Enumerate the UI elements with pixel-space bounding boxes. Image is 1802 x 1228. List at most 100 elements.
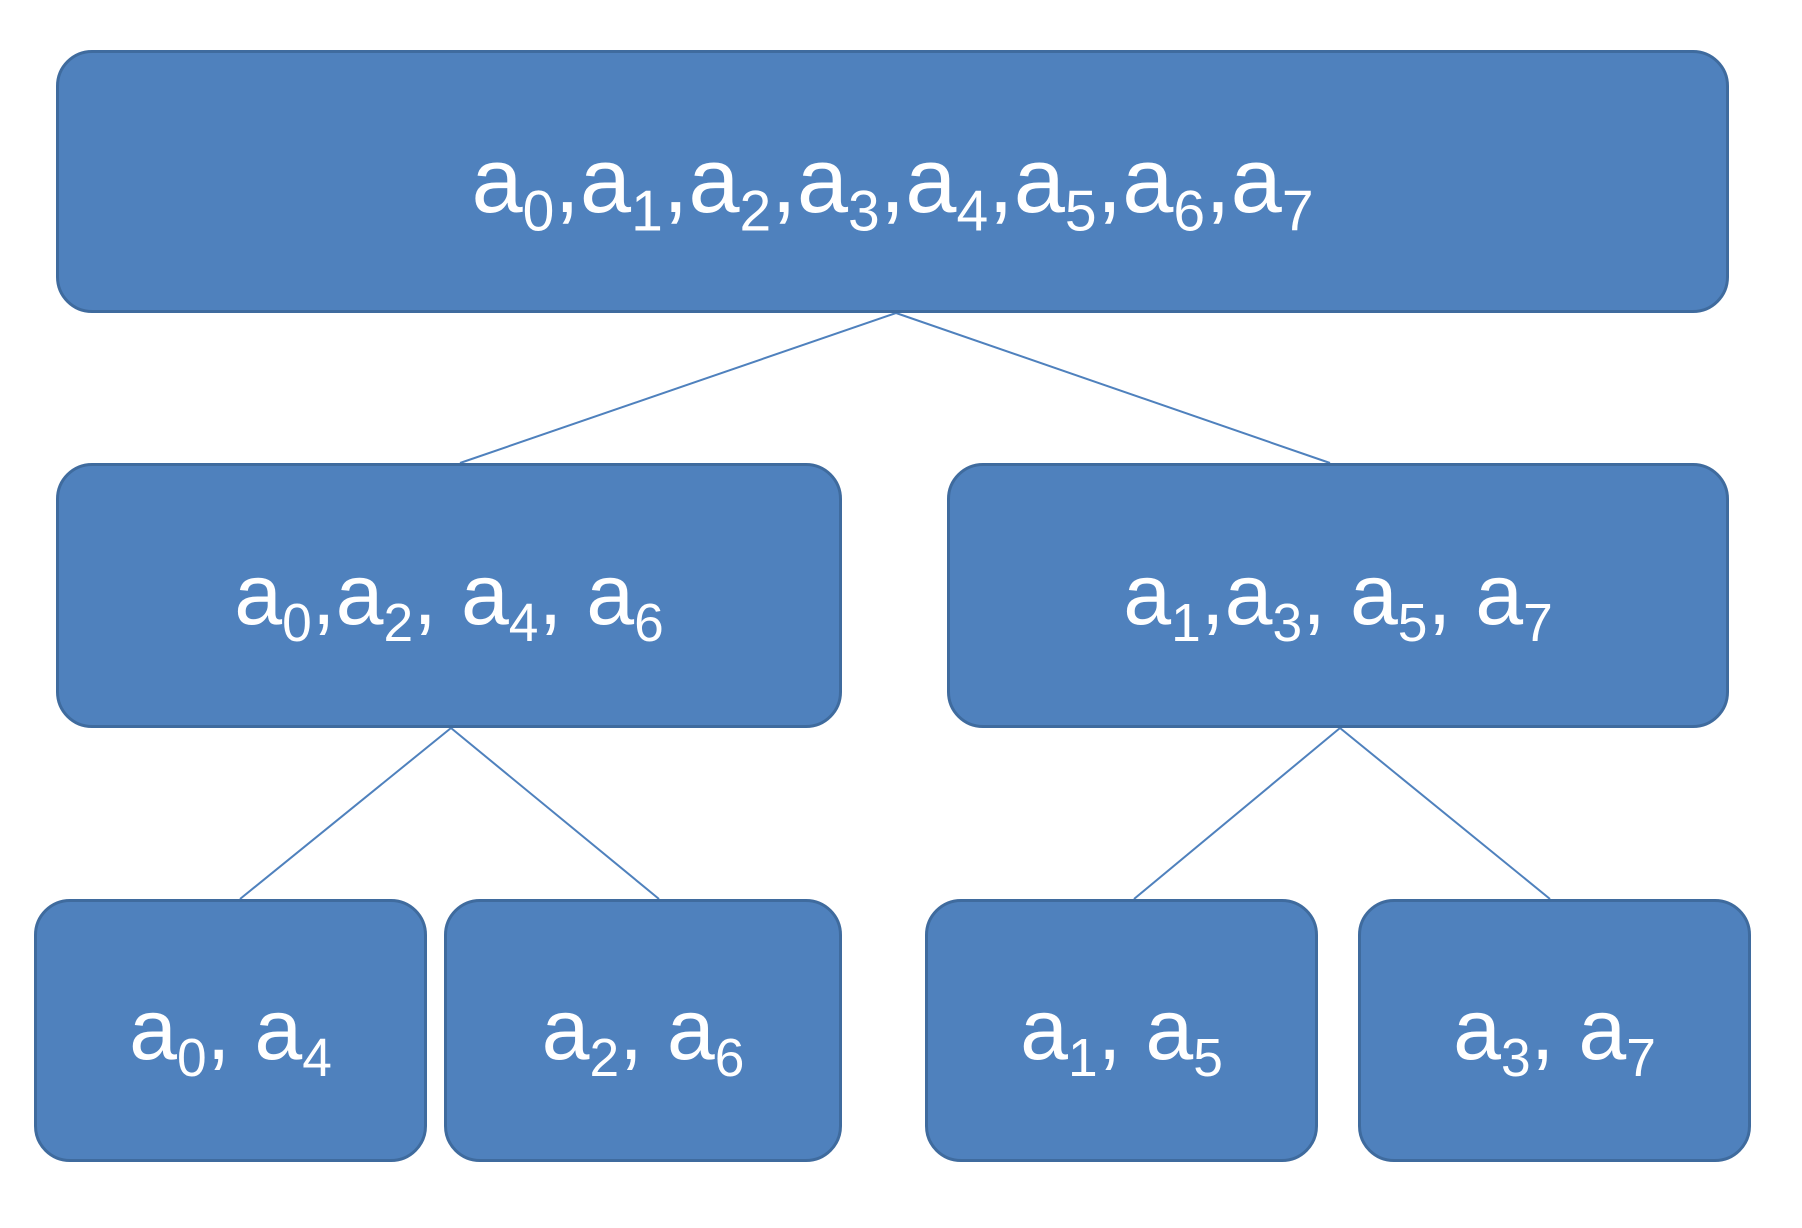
term-separator: , — [619, 982, 667, 1078]
term-subscript: 6 — [634, 594, 664, 654]
term-subscript: 0 — [176, 1029, 207, 1089]
term-base: a — [234, 547, 283, 643]
edge-left-ll — [239, 727, 452, 900]
term-base: a — [586, 547, 635, 643]
term-separator: , — [1096, 130, 1123, 232]
term-separator: , — [554, 130, 580, 232]
term-subscript: 7 — [1523, 594, 1553, 654]
term-subscript: 1 — [1067, 1029, 1098, 1089]
term: a1 — [1020, 981, 1098, 1085]
term-subscript: 7 — [1626, 1029, 1656, 1089]
term-separator: , — [1097, 982, 1146, 1078]
term: a6 — [666, 981, 745, 1085]
term-base: a — [541, 982, 590, 1078]
term-base: a — [1230, 130, 1282, 232]
term-subscript: 5 — [1193, 1029, 1223, 1089]
term-subscript: 3 — [1500, 1029, 1531, 1089]
term-base: a — [905, 130, 957, 232]
term-base: a — [1013, 130, 1065, 232]
term: a3 — [797, 129, 880, 240]
node-leaf-0-4-label: a0, a4 — [129, 981, 332, 1085]
term: a2 — [688, 129, 771, 240]
term-separator: , — [1530, 982, 1579, 1078]
term-subscript: 4 — [956, 179, 989, 244]
edge-root-left — [459, 312, 897, 464]
term-base: a — [460, 547, 509, 643]
term-base: a — [471, 130, 523, 232]
node-root: a0,a1,a2,a3,a4,a5,a6,a7 — [56, 50, 1729, 313]
node-even: a0,a2, a4, a6 — [56, 463, 842, 728]
term-base: a — [1145, 982, 1194, 1078]
term-subscript: 6 — [1173, 179, 1206, 244]
edge-left-lr — [450, 727, 660, 900]
term-base: a — [1224, 547, 1273, 643]
term: a7 — [1578, 981, 1656, 1085]
term-base: a — [1020, 982, 1068, 1078]
term: a4 — [460, 546, 539, 650]
term-separator: , — [413, 547, 461, 643]
term-subscript: 3 — [848, 179, 880, 244]
term-base: a — [579, 130, 632, 232]
edge-right-rr — [1339, 727, 1551, 900]
term: a5 — [1013, 129, 1097, 240]
term-subscript: 0 — [282, 594, 312, 654]
term-base: a — [688, 130, 740, 232]
node-odd-label: a1,a3, a5, a7 — [1123, 546, 1553, 650]
term-separator: , — [879, 130, 906, 232]
node-leaf-0-4: a0, a4 — [34, 899, 427, 1162]
term: a5 — [1145, 981, 1223, 1085]
node-leaf-2-6: a2, a6 — [444, 899, 842, 1162]
term-subscript: 4 — [302, 1029, 332, 1089]
term: a2 — [541, 981, 620, 1085]
term-base: a — [1122, 130, 1174, 232]
term: a7 — [1230, 129, 1314, 240]
term-separator: , — [771, 130, 797, 232]
term: a4 — [254, 981, 332, 1085]
term-base: a — [254, 982, 303, 1078]
node-leaf-1-5-label: a1, a5 — [1020, 981, 1223, 1085]
term: a6 — [586, 546, 664, 650]
term-separator: , — [206, 982, 255, 1078]
term-separator: , — [988, 130, 1014, 232]
term: a7 — [1475, 546, 1553, 650]
term: a5 — [1349, 546, 1428, 650]
term-separator: , — [1302, 547, 1350, 643]
term-base: a — [1349, 547, 1398, 643]
edge-right-rl — [1133, 727, 1341, 900]
node-leaf-1-5: a1, a5 — [925, 899, 1318, 1162]
term: a1 — [579, 129, 663, 240]
term: a0 — [471, 129, 554, 240]
term-subscript: 2 — [589, 1029, 620, 1089]
term: a0 — [129, 981, 207, 1085]
term-subscript: 4 — [508, 594, 539, 654]
term-subscript: 5 — [1397, 594, 1428, 654]
node-even-label: a0,a2, a4, a6 — [234, 546, 664, 650]
term-subscript: 7 — [1281, 179, 1314, 244]
term-separator: , — [1200, 547, 1225, 643]
term: a1 — [1123, 546, 1201, 650]
term-base: a — [666, 982, 715, 1078]
term-separator: , — [1205, 130, 1231, 232]
term-base: a — [1453, 982, 1501, 1078]
term-subscript: 5 — [1064, 179, 1097, 244]
term-subscript: 3 — [1272, 594, 1303, 654]
term-separator: , — [311, 547, 336, 643]
term-subscript: 2 — [739, 179, 772, 244]
term-separator: , — [538, 547, 587, 643]
node-leaf-2-6-label: a2, a6 — [541, 981, 745, 1085]
term-subscript: 6 — [714, 1029, 745, 1089]
term-subscript: 0 — [522, 179, 555, 244]
term: a2 — [335, 546, 414, 650]
term-subscript: 2 — [383, 594, 414, 654]
term-subscript: 1 — [1171, 594, 1201, 654]
term: a4 — [905, 129, 988, 240]
node-leaf-3-7: a3, a7 — [1358, 899, 1751, 1162]
term: a3 — [1453, 981, 1531, 1085]
term-base: a — [1578, 982, 1627, 1078]
term: a0 — [234, 546, 312, 650]
term-base: a — [1475, 547, 1524, 643]
term-base: a — [335, 547, 384, 643]
term: a6 — [1122, 129, 1205, 240]
